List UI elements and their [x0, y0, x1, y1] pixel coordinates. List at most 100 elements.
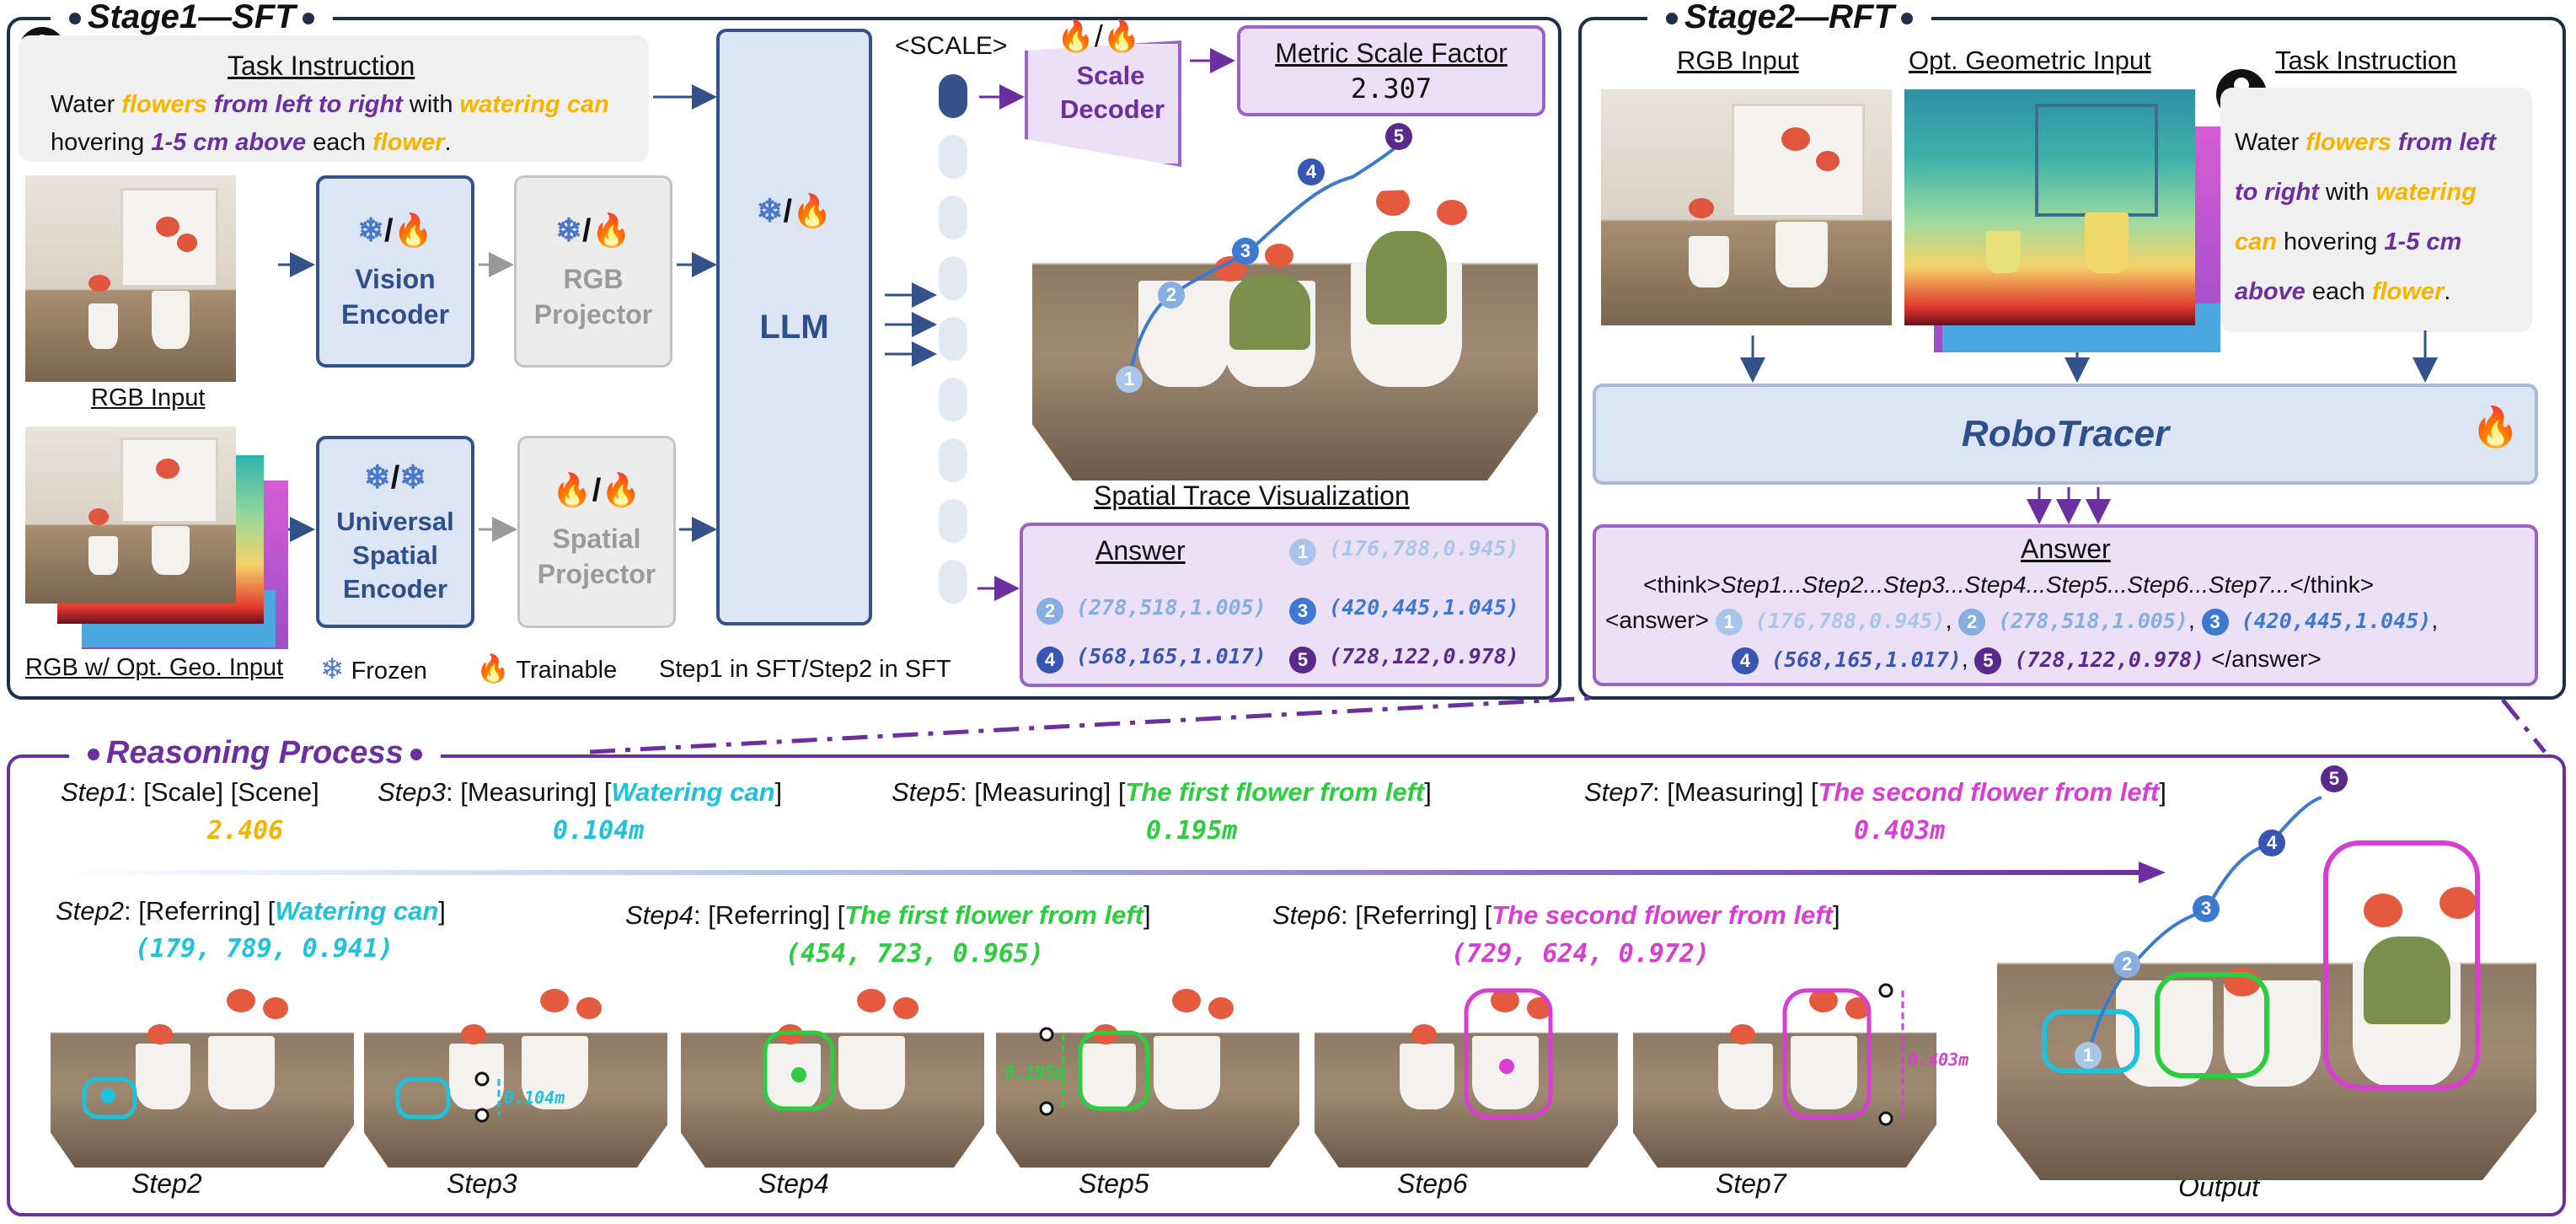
instruction-fragment: to right [2235, 179, 2319, 206]
instruction-fragment: flower [2371, 278, 2445, 305]
llm-box: ❄/🔥 LLM [716, 29, 872, 625]
step-thumbnail-scene [681, 983, 984, 1168]
instruction-fragment: Water [2235, 129, 2306, 156]
task-instruction-text: Water flowers from left to right with wa… [51, 86, 632, 162]
separator: , [1961, 646, 1975, 672]
stage2-rgb-input-label: RGB Input [1677, 46, 1799, 75]
trace-point-coord: (176,788,0.945) [1316, 536, 1519, 561]
vision-encoder-icons: ❄/🔥 [357, 212, 433, 249]
step-thumbnail-overlay [763, 1030, 835, 1111]
measure-endpoint [1878, 1111, 1893, 1126]
stage2-panel [1578, 17, 2566, 700]
trace-point-badge: 4 [1036, 646, 1063, 674]
scale-token-label: <SCALE> [895, 32, 1008, 60]
metric-scale-value: 2.307 [1350, 72, 1433, 105]
first-flower-outline [1078, 1030, 1150, 1111]
separator: , [2188, 607, 2202, 633]
answer-point: 4 (568,165,1.017) [1036, 644, 1267, 674]
measure-endpoint [1039, 1027, 1054, 1042]
separator: , [2431, 607, 2439, 633]
connector-lines [589, 695, 2547, 754]
trace-point-badge: 1 [1289, 538, 1316, 566]
output-trace-point-3: 3 [2193, 895, 2220, 922]
instruction-fragment: can [2235, 228, 2277, 255]
answer-close-tag: </answer> [2211, 646, 2322, 672]
output-trace-point-2: 2 [2113, 951, 2140, 978]
token [939, 317, 967, 361]
trace-point-3: 3 [1232, 238, 1259, 265]
reasoning-title: Reasoning Process [69, 735, 441, 771]
flame-icon: 🔥 [591, 212, 631, 249]
instruction-fragment: flowers [121, 91, 214, 118]
stage2-geo-input-label: Opt. Geometric Input [1909, 46, 2151, 75]
answer-point: 1 (176,788,0.945) [1289, 536, 1519, 566]
instruction-fragment: hovering [2276, 228, 2385, 255]
stage2-rgb-input-image [1601, 89, 1892, 325]
instruction-line: Water flowers from left [2235, 118, 2530, 168]
vision-encoder-label: Vision Encoder [340, 263, 450, 330]
watering-can-outline [82, 1076, 137, 1119]
thumbnail-label: Step2 [131, 1168, 202, 1199]
trace-point-badge: 2 [1036, 597, 1063, 625]
timeline-arrow [51, 862, 2166, 883]
instruction-fragment: each [2305, 278, 2372, 305]
trace-point-badge: 5 [1974, 647, 2002, 674]
trace-point-2: 2 [1158, 282, 1185, 309]
robotracer-label: RoboTracer [1961, 413, 2170, 454]
measure-endpoint [474, 1071, 490, 1087]
instruction-line: to right with watering [2235, 168, 2530, 217]
answer-point: 2 (278,518,1.005) [1036, 595, 1267, 625]
target-point [1499, 1059, 1514, 1074]
flame-icon: 🔥 [601, 473, 641, 508]
trace-point-badge: 3 [2201, 608, 2229, 636]
trace-point-coord: (568,165,1.017) [1063, 644, 1267, 668]
token-column [939, 74, 972, 614]
instruction-fragment: watering [2375, 179, 2477, 206]
flame-icon: 🔥 [1102, 19, 1141, 53]
measure-annotation: 0.104m [504, 1087, 565, 1108]
measure-annotation: 0.195m [1004, 1062, 1066, 1082]
thumbnail-label: Step3 [447, 1168, 517, 1199]
scale-decoder-icons: 🔥/🔥 [1057, 19, 1141, 53]
measure-annotation: 0.403m [1908, 1050, 1969, 1070]
instruction-fragment: . [2444, 278, 2451, 305]
instruction-fragment: from left to right [213, 91, 403, 118]
step-thumbnail-scene [51, 983, 354, 1168]
thumbnail-label: Step4 [758, 1168, 829, 1199]
token [939, 499, 967, 543]
output-trace-point-5: 5 [2321, 765, 2348, 792]
metric-scale-box: Metric Scale Factor 2.307 [1237, 25, 1545, 116]
stage1-answer-box [1020, 523, 1549, 687]
flame-icon: 🔥 [1057, 19, 1095, 53]
instruction-fragment: 1-5 cm [2384, 228, 2462, 255]
trace-point-badge: 5 [1289, 646, 1316, 674]
step-thumbnail-overlay [1782, 983, 1904, 1126]
flame-icon: 🔥 [2471, 405, 2520, 448]
output-trace-point-1: 1 [2075, 1042, 2102, 1069]
think-fragment: </think> [2289, 572, 2375, 598]
step-thumbnail-overlay [395, 1071, 501, 1123]
rgb-input-image [25, 175, 236, 382]
thumbnail-label: Step7 [1716, 1168, 1786, 1199]
stage1-answer-label: Answer [1095, 535, 1186, 566]
token [939, 196, 967, 239]
spatial-trace-scene [1032, 184, 1538, 480]
legend-trainable: 🔥 Trainable [476, 653, 618, 684]
stage2-answer-box [1593, 524, 2538, 686]
instruction-fragment: above [2235, 278, 2306, 305]
trace-point-badge: 2 [1958, 608, 1986, 636]
token [939, 256, 967, 300]
output-second-flower-outline [2323, 840, 2480, 1090]
answer-line-1: <answer> 1 (176,788,0.945), 2 (278,518,1… [1605, 607, 2438, 636]
answer-point: 5 (728,122,0.978) [1289, 644, 1519, 674]
metric-scale-label: Metric Scale Factor [1275, 37, 1508, 68]
step-thumbnail-overlay [1464, 988, 1553, 1119]
stage2-title: Stage2—RFT [1647, 0, 1931, 36]
rgb-geo-input-image [25, 427, 236, 604]
think-fragment: Step1...Step2...Step3...Step4...Step5...… [1720, 572, 2290, 598]
output-trace-point-4: 4 [2258, 829, 2285, 856]
step-thumbnail-overlay [1039, 1027, 1150, 1116]
instruction-line: can hovering 1-5 cm [2235, 217, 2530, 267]
trace-point-coord: (278,518,1.005) [1985, 609, 2188, 633]
